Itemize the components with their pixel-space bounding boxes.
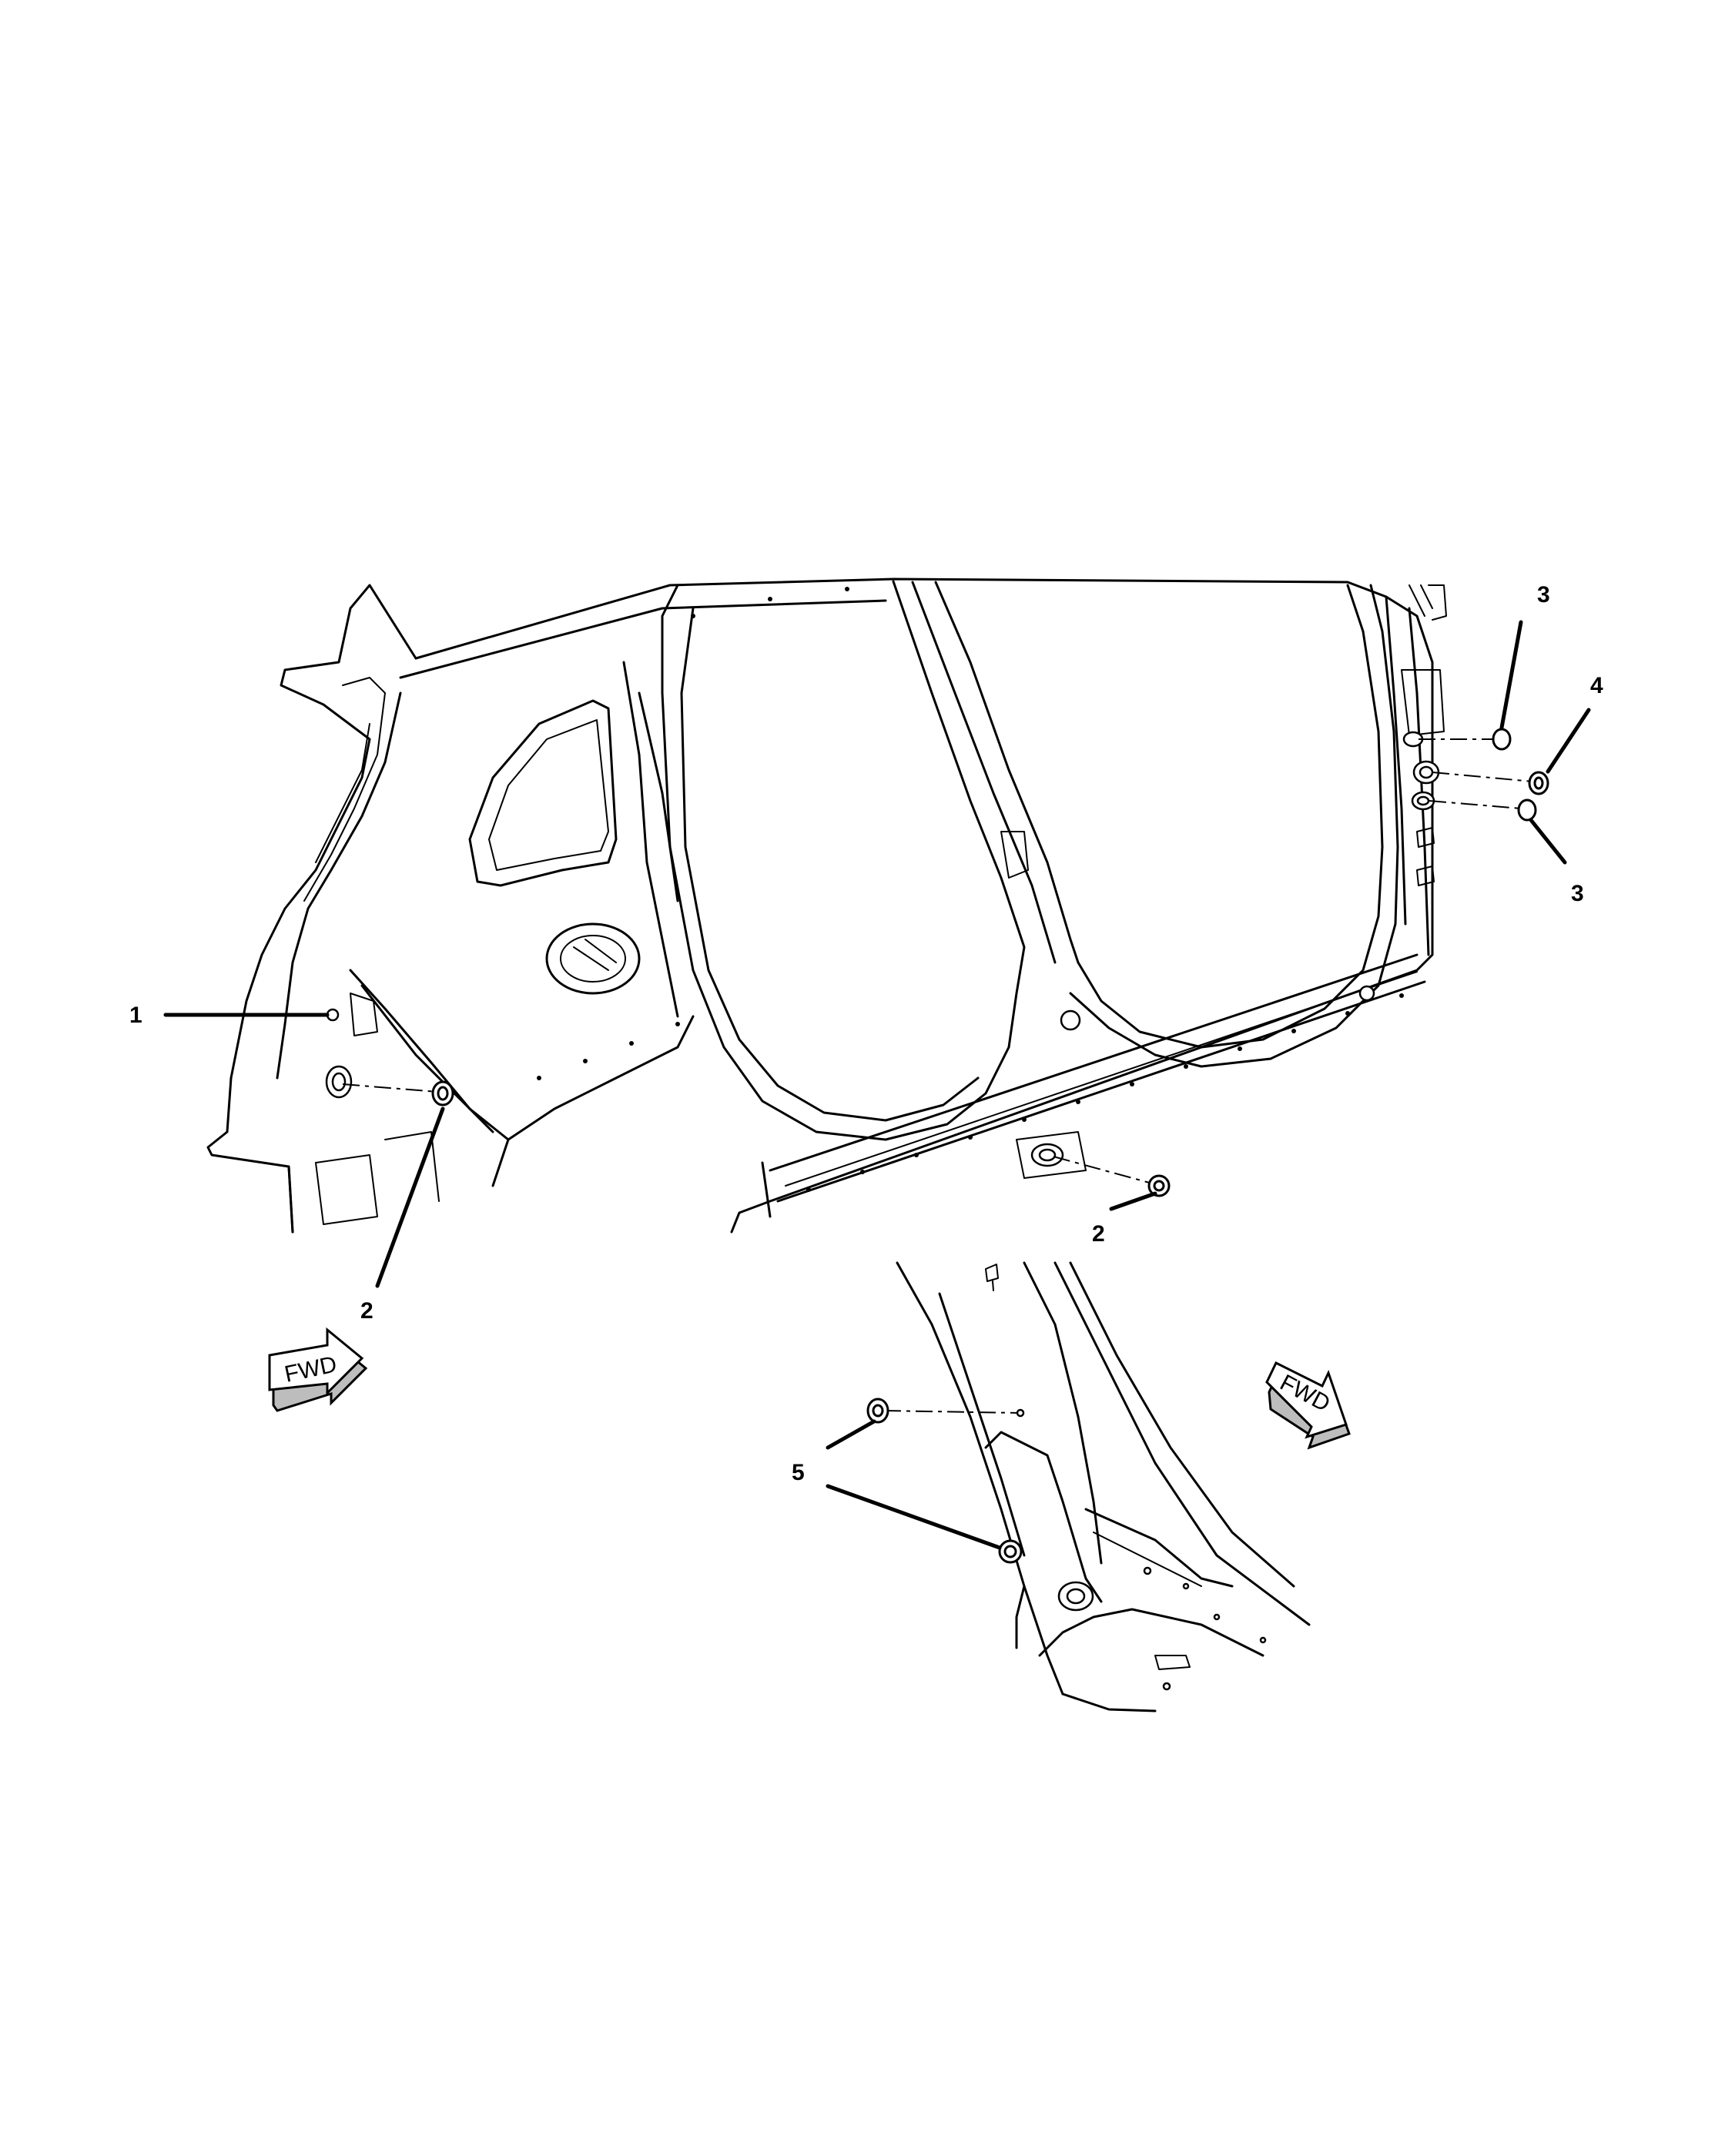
callout-4: 4 [1590, 673, 1603, 698]
fwd-arrow-left: FWD [268, 1327, 368, 1412]
plug-3-upper [1492, 728, 1512, 751]
fwd-arrow-right: FWD [1265, 1361, 1351, 1450]
detail-view-illustration [896, 1261, 1311, 1712]
callout-3-lower: 3 [1571, 881, 1584, 906]
callout-5: 5 [792, 1460, 805, 1485]
callout-2-sill: 2 [1092, 1221, 1105, 1247]
body-side-illustration [206, 578, 1447, 1234]
callout-1: 1 [129, 1003, 142, 1028]
alignment-lines [342, 738, 1533, 1414]
callout-2-rear: 2 [360, 1298, 373, 1324]
loose-parts [431, 728, 1549, 1424]
callout-labels: 1 2 2 3 3 4 5 [129, 582, 1603, 1485]
leader-lines [163, 620, 1591, 1550]
callout-3-upper: 3 [1537, 582, 1550, 608]
plug-3-lower [1517, 798, 1537, 822]
